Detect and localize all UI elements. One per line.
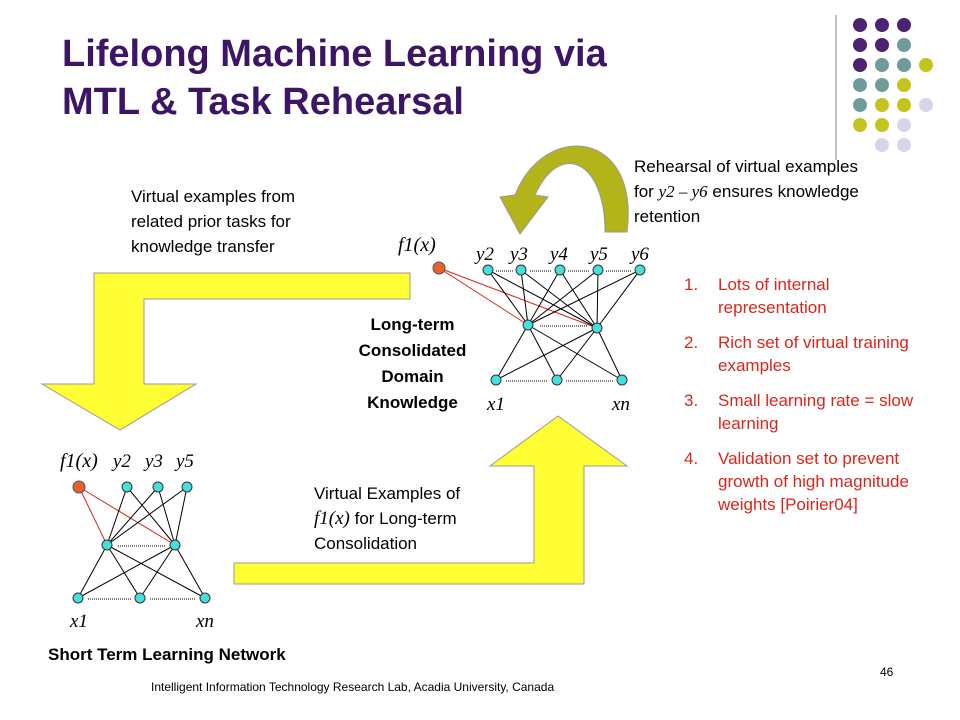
stl-output-node bbox=[152, 481, 164, 493]
note-number: 2. bbox=[684, 333, 699, 352]
for-long-term: for Long-term bbox=[354, 509, 457, 528]
ltm-f1x-label: f1(x) bbox=[398, 234, 436, 256]
dot bbox=[875, 38, 889, 52]
dot bbox=[853, 118, 867, 132]
stl-output-node bbox=[121, 481, 133, 493]
ltm-output-label: y3 bbox=[510, 244, 528, 265]
dot bbox=[897, 138, 911, 152]
stl-input-node bbox=[134, 592, 146, 604]
virtual-examples-f1x: f1(x) bbox=[314, 508, 350, 529]
dot bbox=[919, 98, 933, 112]
ltm-label: Long-term Consolidated Domain Knowledge bbox=[358, 315, 467, 412]
note-text: Small learning rate = slow learning bbox=[718, 391, 914, 433]
stl-network bbox=[77, 486, 206, 600]
ltm-output-node bbox=[482, 264, 494, 276]
note-item: 1. Lots of internal representation bbox=[684, 273, 924, 319]
stl-label: Short Term Learning Network bbox=[48, 645, 286, 664]
ltm-hidden-node bbox=[522, 319, 534, 331]
ltm-input-label: xn bbox=[612, 394, 630, 415]
ltm-input-node bbox=[551, 374, 563, 386]
stl-input-label: xn bbox=[196, 611, 214, 632]
note-item: 3. Small learning rate = slow learning bbox=[684, 389, 924, 435]
title-line-2: MTL & Task Rehearsal bbox=[62, 81, 464, 123]
stl-input-node bbox=[72, 592, 84, 604]
note-item: 2. Rich set of virtual training examples bbox=[684, 331, 924, 377]
dot bbox=[875, 18, 889, 32]
stl-input-node bbox=[199, 592, 211, 604]
rehearsal-suffix: ensures knowledge retention bbox=[634, 182, 859, 226]
ltm-input-node bbox=[616, 374, 628, 386]
dot bbox=[853, 58, 867, 72]
virtual-examples-prior-text: Virtual examples from related prior task… bbox=[131, 187, 296, 256]
note-text: Rich set of virtual training examples bbox=[718, 333, 909, 375]
stl-hidden-node bbox=[101, 539, 113, 551]
notes-list: 1. Lots of internal representation 2. Rich… bbox=[684, 273, 924, 528]
ltm-output-label: y6 bbox=[631, 244, 649, 265]
dot bbox=[897, 18, 911, 32]
dot bbox=[853, 18, 867, 32]
dot bbox=[897, 78, 911, 92]
dot bbox=[875, 118, 889, 132]
note-item: 4. Validation set to prevent growth of hi… bbox=[684, 447, 924, 516]
rehearsal-arrow bbox=[499, 145, 629, 235]
dot bbox=[853, 78, 867, 92]
ltm-input-node bbox=[490, 374, 502, 386]
transfer-arrow bbox=[40, 272, 411, 431]
dot bbox=[897, 58, 911, 72]
ltm-output-node bbox=[515, 264, 527, 276]
stl-task-node bbox=[72, 480, 86, 494]
note-number: 4. bbox=[684, 449, 699, 468]
consolidation: Consolidation bbox=[314, 534, 418, 553]
dot bbox=[875, 58, 889, 72]
ltm-output-label: y4 bbox=[550, 244, 568, 265]
dot bbox=[919, 58, 933, 72]
title-line-1: Lifelong Machine Learning via bbox=[62, 33, 607, 75]
stl-input-label: x1 bbox=[70, 611, 88, 632]
footer-text: Intelligent Information Technology Resea… bbox=[151, 680, 555, 694]
ltm-output-label: y2 bbox=[476, 244, 494, 265]
virtual-examples-of-text: Virtual Examples of f1(x) for Long-term … bbox=[314, 481, 524, 556]
dot bbox=[875, 98, 889, 112]
rehearsal-text: Rehearsal of virtual examples for y2 – y… bbox=[634, 154, 924, 229]
stl-f1x-label: f1(x) bbox=[60, 450, 98, 472]
stl-output-label: y2 bbox=[113, 451, 131, 472]
rehearsal-range: y2 – y6 bbox=[658, 182, 708, 201]
dot bbox=[897, 118, 911, 132]
note-number: 3. bbox=[684, 391, 699, 410]
ltm-input-label: x1 bbox=[487, 394, 505, 415]
note-text: Lots of internal representation bbox=[718, 275, 830, 317]
stl-output-label: y3 bbox=[145, 451, 163, 472]
ltm-output-node bbox=[592, 264, 604, 276]
dot bbox=[853, 98, 867, 112]
consolidation-arrow bbox=[233, 415, 629, 585]
rehearsal-prefix: Rehearsal of virtual examples bbox=[634, 157, 858, 176]
ltm-output-label: y5 bbox=[590, 244, 608, 265]
ltm-network bbox=[438, 267, 641, 382]
dot bbox=[875, 138, 889, 152]
dot bbox=[897, 38, 911, 52]
stl-output-label: y5 bbox=[176, 451, 194, 472]
rehearsal-for: for bbox=[634, 182, 654, 201]
ltm-task-node bbox=[432, 261, 446, 275]
ltm-hidden-node bbox=[591, 322, 603, 334]
ltm-output-node bbox=[634, 264, 646, 276]
ltm-output-node bbox=[554, 264, 566, 276]
virtual-examples-of: Virtual Examples of bbox=[314, 484, 461, 503]
stl-hidden-node bbox=[169, 539, 181, 551]
dot bbox=[853, 38, 867, 52]
note-text: Validation set to prevent growth of high… bbox=[718, 449, 909, 514]
note-number: 1. bbox=[684, 275, 699, 294]
dot bbox=[897, 98, 911, 112]
stl-output-node bbox=[181, 481, 193, 493]
dot bbox=[875, 78, 889, 92]
slide-title: Lifelong Machine Learning via MTL & Task… bbox=[62, 30, 762, 126]
page-number: 46 bbox=[880, 665, 894, 679]
